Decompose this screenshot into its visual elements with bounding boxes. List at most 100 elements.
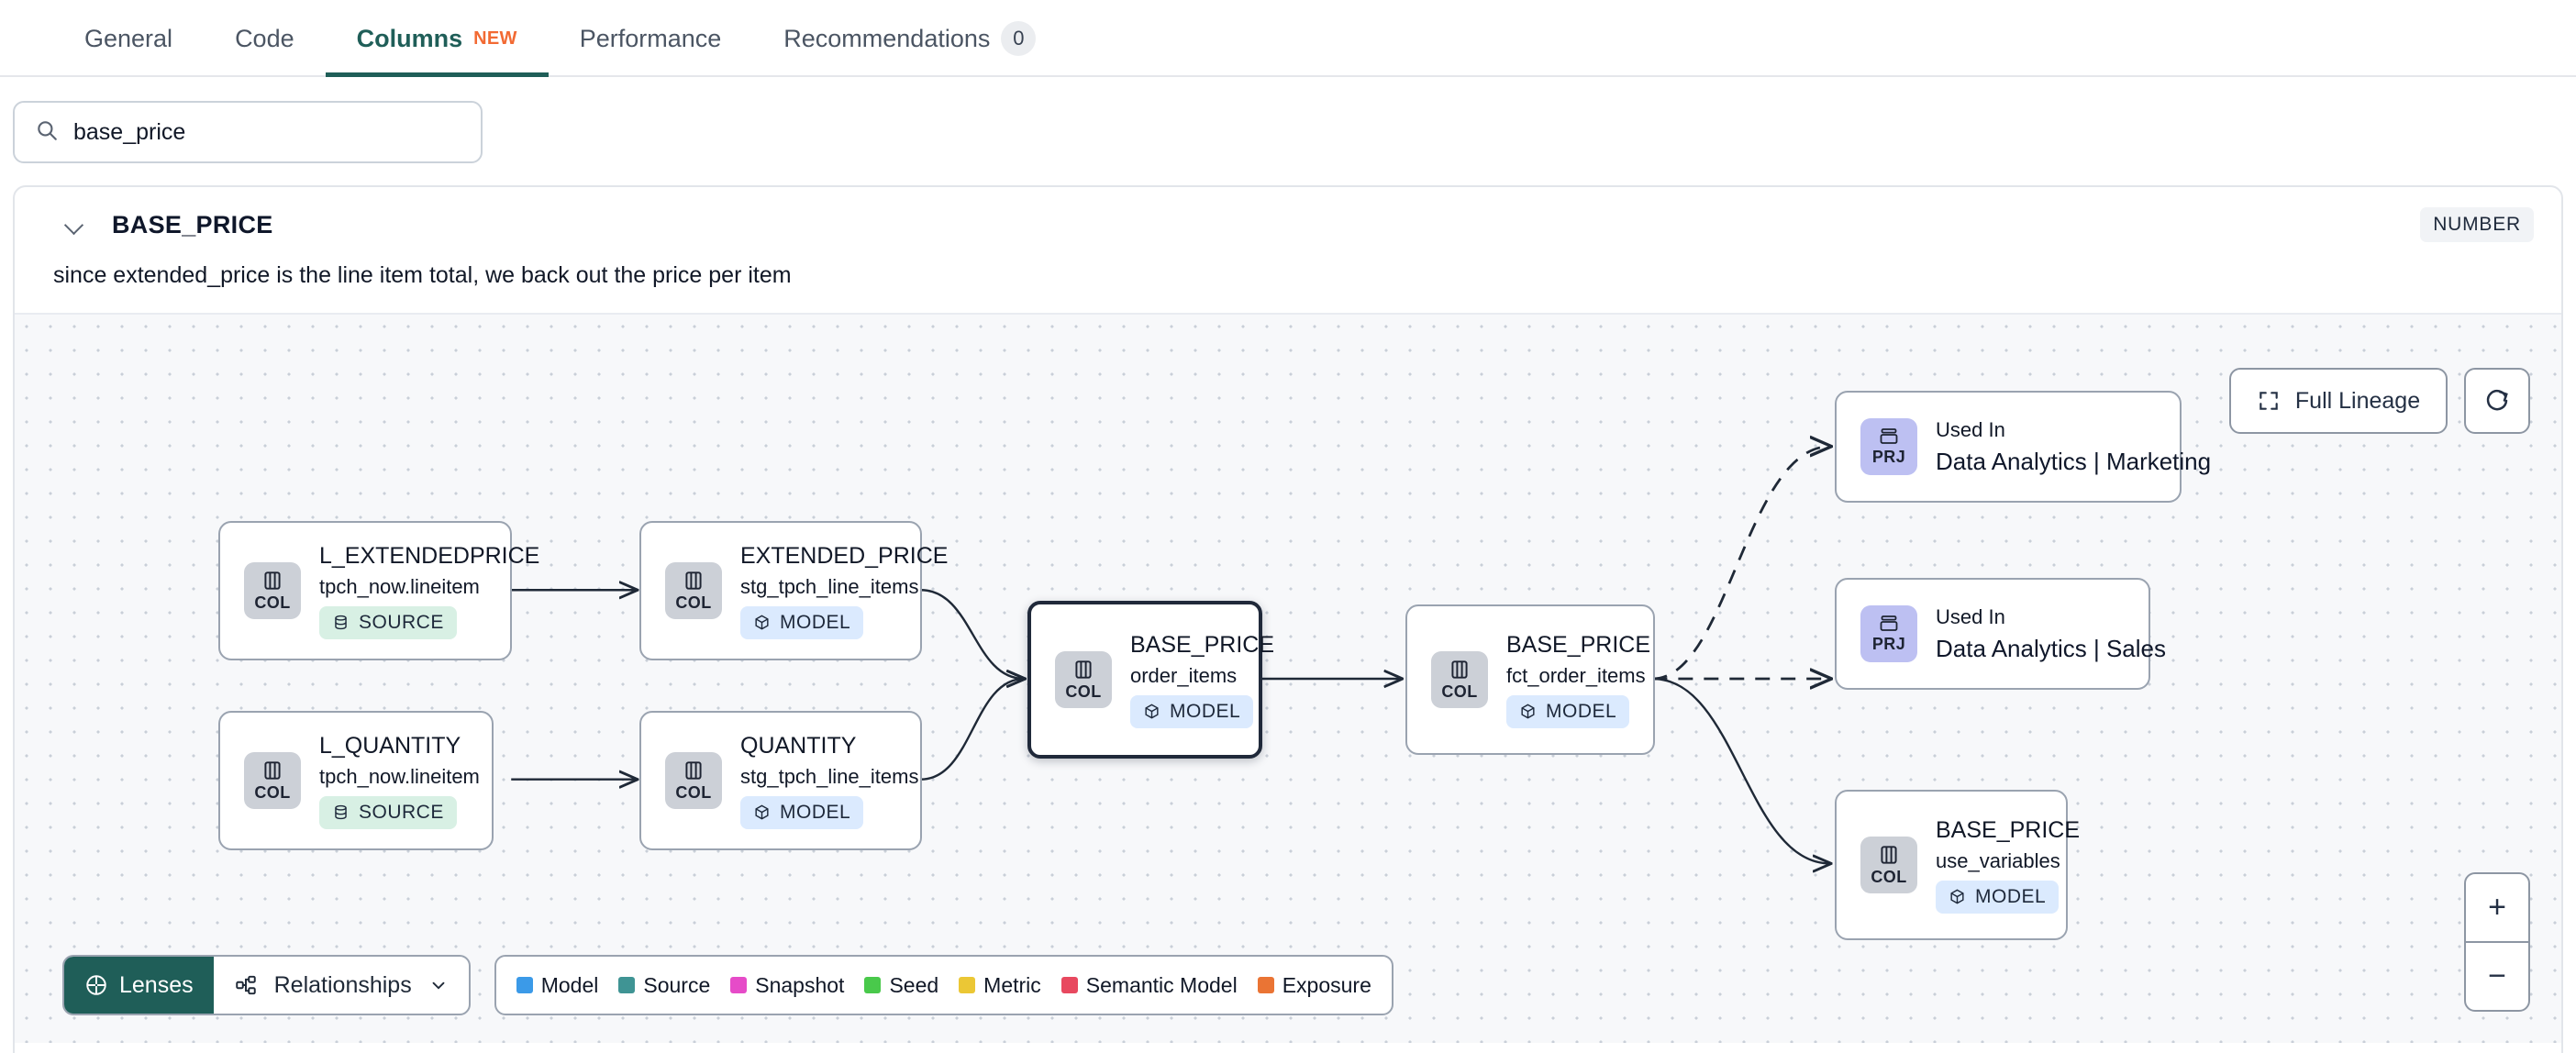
canvas-toolbar: Lenses Relationships Model [62, 955, 1393, 1015]
zoom-out-button[interactable]: − [2466, 941, 2528, 1010]
node-type-badge: MODEL [740, 795, 864, 829]
full-lineage-button[interactable]: Full Lineage [2229, 368, 2448, 434]
chevron-down-icon [432, 981, 445, 990]
legend-swatch [959, 977, 976, 993]
node-subtitle: order_items [1130, 663, 1238, 687]
node-subtitle: stg_tpch_line_items [740, 574, 919, 598]
legend: Model Source Snapshot Seed Metric [494, 955, 1393, 1015]
legend-label: Seed [889, 972, 939, 997]
cube-icon [1521, 704, 1535, 719]
project-icon-label: PRJ [1871, 635, 1906, 653]
lineage-canvas[interactable]: COL L_EXTENDEDPRICE tpch_now.lineitem SO… [15, 313, 2561, 1043]
legend-label: Model [540, 972, 599, 997]
search-input[interactable] [73, 118, 461, 146]
tab-bar: General Code Columns NEW Performance Rec… [0, 0, 2576, 77]
legend-label: Snapshot [755, 972, 845, 997]
column-icon: COL [665, 752, 722, 809]
column-type-badge: NUMBER [2420, 207, 2534, 242]
legend-swatch [618, 977, 636, 993]
node-badge-label: SOURCE [359, 611, 444, 633]
relationships-label: Relationships [273, 971, 412, 998]
used-in-value: Data Analytics | Marketing [1936, 447, 2212, 475]
column-icon: COL [1055, 651, 1112, 708]
aperture-icon [86, 975, 106, 995]
node-type-badge: SOURCE [319, 795, 457, 829]
project-icon: PRJ [1860, 605, 1917, 662]
search-box[interactable] [13, 101, 483, 163]
project-icon: PRJ [1860, 418, 1917, 475]
tab-recommendations[interactable]: Recommendations 0 [752, 0, 1067, 77]
legend-label: Metric [983, 972, 1041, 997]
node-subtitle: tpch_now.lineitem [319, 574, 480, 598]
used-in-label: Used In [1936, 604, 2005, 628]
node-title: BASE_PRICE [1506, 631, 1651, 658]
node-subtitle: stg_tpch_line_items [740, 764, 919, 788]
column-icon: COL [1431, 651, 1488, 708]
column-icon-label: COL [1441, 682, 1478, 701]
refresh-button[interactable] [2464, 368, 2530, 434]
column-icon: COL [244, 752, 301, 809]
node-badge-label: MODEL [780, 801, 851, 823]
node-badge-label: MODEL [1975, 885, 2047, 907]
lineage-node-quantity[interactable]: COL QUANTITY stg_tpch_line_items MODEL [639, 711, 922, 850]
page-title: BASE_PRICE [112, 210, 273, 238]
node-type-badge: SOURCE [319, 605, 457, 639]
zoom-in-button[interactable]: + [2488, 890, 2506, 925]
relationships-dropdown[interactable]: Relationships [214, 957, 469, 1014]
refresh-icon [2486, 389, 2508, 411]
cube-icon [755, 804, 769, 820]
column-icon-label: COL [1065, 682, 1102, 701]
node-title: EXTENDED_PRICE [740, 542, 949, 569]
tab-label: Columns [356, 24, 463, 52]
tab-label: Performance [579, 24, 722, 52]
zoom-controls: + − [2464, 872, 2530, 1012]
lineage-edges [511, 315, 2561, 1043]
column-description: since extended_price is the line item to… [53, 262, 792, 288]
lineage-node-project-sales[interactable]: PRJ Used In Data Analytics | Sales [1835, 578, 2166, 690]
lenses-button[interactable]: Lenses [64, 957, 214, 1014]
legend-swatch [516, 977, 533, 993]
column-icon: COL [665, 562, 722, 619]
chevron-down-icon[interactable] [64, 215, 84, 235]
node-subtitle: fct_order_items [1506, 663, 1646, 687]
lineage-node-base-price-order-items[interactable]: COL BASE_PRICE order_items MODEL [1027, 601, 1275, 759]
column-icon-label: COL [675, 783, 712, 802]
legend-swatch [730, 977, 748, 993]
node-badge-label: MODEL [1546, 700, 1617, 722]
lineage-node-base-price-use-variables[interactable]: COL BASE_PRICE use_variables MODEL [1835, 790, 2081, 940]
new-badge: NEW [473, 28, 517, 49]
lineage-node-l-quantity[interactable]: COL L_QUANTITY tpch_now.lineitem SOURCE [218, 711, 494, 850]
node-title: BASE_PRICE [1936, 816, 2081, 843]
used-in-label: Used In [1936, 417, 2005, 441]
node-title: L_QUANTITY [319, 732, 461, 759]
tab-label: Code [235, 24, 294, 52]
tab-code[interactable]: Code [204, 0, 326, 77]
tab-performance[interactable]: Performance [549, 0, 753, 77]
tab-label: General [84, 24, 173, 52]
column-header[interactable]: BASE_PRICE NUMBER [15, 187, 2561, 262]
node-subtitle: use_variables [1936, 848, 2060, 872]
lineage-node-project-marketing[interactable]: PRJ Used In Data Analytics | Marketing [1835, 391, 2212, 503]
tab-columns[interactable]: Columns NEW [325, 0, 549, 77]
column-icon: COL [1860, 837, 1917, 893]
node-subtitle: tpch_now.lineitem [319, 764, 480, 788]
lineage-node-base-price-fct-order-items[interactable]: COL BASE_PRICE fct_order_items MODEL [1405, 604, 1655, 755]
lineage-node-l-extendedprice[interactable]: COL L_EXTENDEDPRICE tpch_now.lineitem SO… [218, 521, 540, 660]
tab-general[interactable]: General [53, 0, 204, 77]
node-title: BASE_PRICE [1130, 631, 1275, 658]
cube-icon [1145, 704, 1159, 719]
tab-label: Recommendations [783, 24, 991, 52]
lineage-node-extended-price[interactable]: COL EXTENDED_PRICE stg_tpch_line_items M… [639, 521, 949, 660]
node-type-badge: MODEL [1506, 694, 1630, 728]
legend-item-model: Model [516, 972, 599, 998]
legend-item-metric: Metric [959, 973, 1041, 998]
column-icon: COL [244, 562, 301, 619]
legend-item-snapshot: Snapshot [730, 973, 844, 998]
node-title: L_EXTENDEDPRICE [319, 542, 540, 569]
used-in-value: Data Analytics | Sales [1936, 634, 2166, 662]
hierarchy-icon [235, 975, 256, 995]
node-title: QUANTITY [740, 732, 857, 759]
cube-icon [1950, 889, 1964, 904]
legend-item-exposure: Exposure [1257, 973, 1371, 998]
column-icon-label: COL [254, 783, 291, 802]
